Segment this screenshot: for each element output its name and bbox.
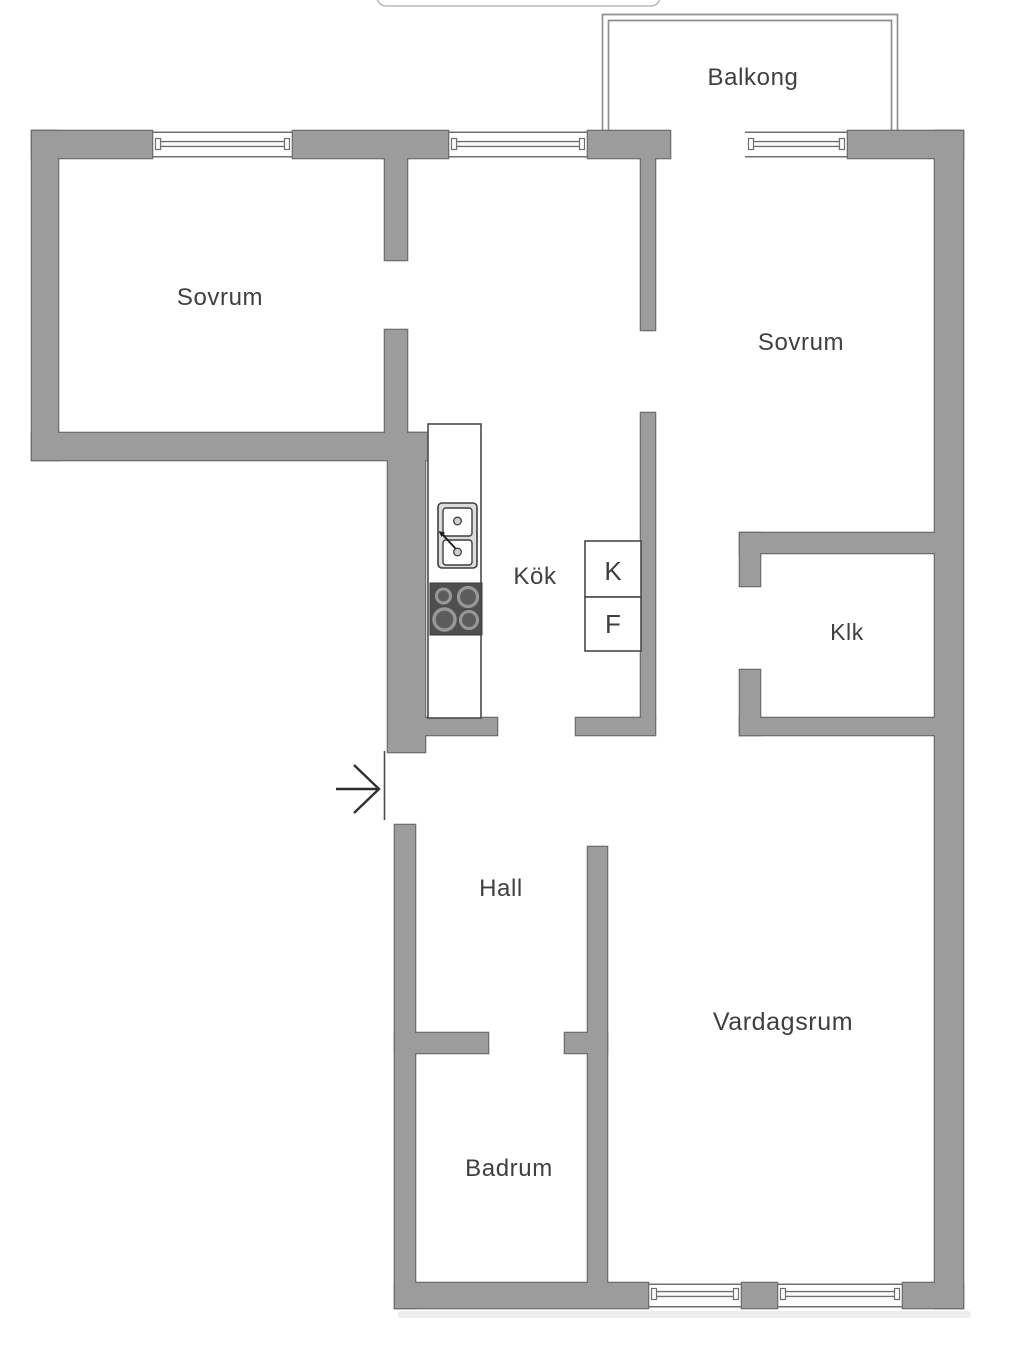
- room-label-bedroom-right: Sovrum: [758, 329, 844, 356]
- window: [152, 131, 293, 158]
- window: [648, 1283, 742, 1308]
- sink-icon: [437, 502, 478, 569]
- kitchen-counter: [427, 423, 482, 719]
- stove-icon: [429, 582, 483, 636]
- cropped-balcony-outline: [376, 0, 661, 7]
- room-label-bedroom-left: Sovrum: [177, 284, 263, 311]
- room-label-closet: Klk: [830, 619, 864, 645]
- freezer-label: F: [605, 609, 621, 639]
- room-label-living-room: Vardagsrum: [713, 1008, 853, 1036]
- room-label-balcony: Balkong: [708, 64, 799, 91]
- room-label-bathroom: Badrum: [465, 1155, 553, 1182]
- balcony-outline: [601, 13, 899, 131]
- entrance-arrow-icon: [336, 764, 381, 814]
- room-label-kitchen: Kök: [513, 563, 557, 590]
- window: [777, 1283, 903, 1308]
- window: [448, 131, 588, 158]
- window: [745, 131, 848, 158]
- fridge-label: K: [604, 556, 622, 586]
- fridge-box: K: [584, 540, 642, 598]
- bottom-wall-shadow: [398, 1311, 971, 1318]
- room-label-hall: Hall: [479, 875, 523, 902]
- freezer-box: F: [584, 596, 642, 652]
